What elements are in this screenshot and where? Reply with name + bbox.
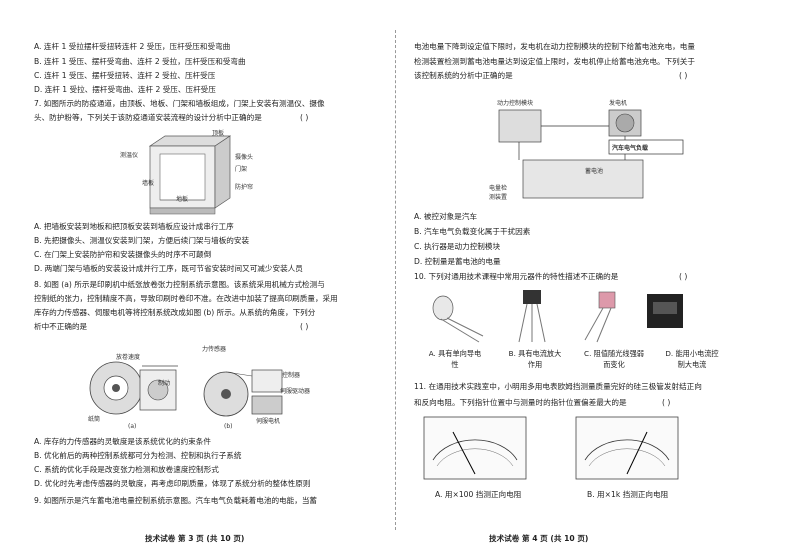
q9-figure: 动力控制模块 发电机 汽车电气负载 蓄电池 电量检 测装置 — [489, 96, 699, 208]
multimeter-dial-b — [575, 416, 679, 480]
q7-label-frame: 门架 — [235, 166, 248, 173]
q9-label-generator: 发电机 — [609, 100, 628, 107]
q8-option-b: B. 优化前后的两种控制系统都可分为检测、控制和执行子系统 — [34, 451, 242, 460]
q7-option-a: A. 把墙板安装到地板和把顶板安装到墙板应设计成串行工序 — [34, 222, 234, 231]
q7-label-floor: 地板 — [176, 196, 189, 203]
q8b-label-ctrl: 控制器 — [282, 372, 301, 379]
q9-label-detect: 电量检 测装置 — [489, 185, 508, 201]
q6-option-b: B. 连杆 1 受压、摆杆受弯曲、连杆 2 受拉，压杆受压和受弯曲 — [34, 57, 246, 66]
photoresistor-icon — [584, 291, 616, 343]
q9-label-load: 汽车电气负载 — [612, 145, 649, 152]
printing-machine-a — [89, 361, 178, 415]
q7-figure: 顶板 测温仪 摄像头 门架 墙板 防护帘 地板 — [120, 128, 270, 216]
q8b-label-servo: 伺服驱动器 — [280, 388, 311, 395]
q9-label-battery: 蓄电池 — [585, 168, 604, 175]
q9-option-b: B. 汽车电气负载变化属于干扰因素 — [414, 227, 531, 236]
printing-machine-b — [203, 369, 283, 417]
q10-option-c-line1: C. 阻值随光线强弱 — [584, 349, 644, 358]
q8b-label-motor: 伺服电机 — [256, 418, 281, 425]
right-page-footer: 技术试卷 第 4 页 (共 10 页) — [489, 534, 589, 543]
q6-option-c: C. 连杆 1 受压、摆杆受扭转、连杆 2 受拉、压杆受压 — [34, 71, 216, 80]
q9-cont-2: 检测装置检测到蓄电池电量达到设定值上限时，发电机停止给蓄电池充电。下列关于 — [414, 57, 695, 66]
page-divider — [395, 30, 397, 530]
q9-option-d: D. 控制量是蓄电池的电量 — [414, 257, 501, 266]
transistor-icon — [518, 290, 546, 343]
q7-option-c: C. 在门架上安装防护帘和安装摄像头的时序不可颠倒 — [34, 250, 212, 259]
q10-option-d-line1: D. 能用小电流控 — [665, 349, 719, 358]
q10-option-b-line2: 作用 — [527, 360, 543, 369]
q8-figure-b: 力传感器 控制器 伺服驱动器 伺服电机 (b) — [196, 340, 316, 432]
q8-stem-2: 控制纸的张力，控制精度不高，导致印刷时卷印不准。在改进中加装了提高印刷质量，采用 — [34, 294, 338, 303]
q9-answer-paren: ( ) — [679, 71, 688, 80]
q7-stem-1: 7. 如图所示的防疫通道，由顶板、地板、门架和墙板组成，门架上安装有测温仪、摄像 — [34, 99, 325, 108]
battery-control-illustration — [498, 109, 684, 199]
q11-stem-1: 11. 在通用技术实践室中，小明用多用电表欧姆挡测量质量完好的硅三极管发射结正向 — [414, 382, 702, 391]
q8-stem-4: 析中不正确的是 — [34, 322, 88, 331]
q10-stem: 10. 下列对通用技术课程中常用元器件的特性描述不正确的是 — [414, 272, 619, 281]
q10-option-d-line2: 制大电流 — [677, 360, 707, 369]
q11-answer-paren: ( ) — [662, 398, 671, 407]
q10-option-b: B. 具有电流放大 作用 — [495, 348, 575, 370]
q10-option-b-line1: B. 具有电流放大 — [508, 349, 562, 358]
left-page: A. 连杆 1 受拉摆杆受扭转连杆 2 受压，压杆受压和受弯曲 B. 连杆 1 … — [34, 42, 338, 543]
q8a-label-speed: 放卷速度 — [116, 354, 141, 361]
q7-label-camera: 摄像头 — [235, 154, 254, 161]
relay-icon — [647, 294, 683, 328]
q9-label-module: 动力控制模块 — [497, 100, 534, 107]
q8b-label-sensor: 力传感器 — [202, 346, 227, 353]
q8a-label-paper: 纸筒 — [88, 416, 101, 423]
q10-option-a-line2: 性 — [451, 360, 459, 369]
multimeter-dial-a — [423, 416, 527, 480]
q8-option-a: A. 库存的力传感器的灵敏度是该系统优化的约束条件 — [34, 437, 211, 446]
q11-stem-2: 和反向电阻。下列指针位置中与测量时的指针位置偏差最大的是 — [414, 398, 627, 407]
q8-stem-3: 库存的力传感器、伺服电机等将控制系统改成如图 (b) 所示。从系统的角度，下列分 — [34, 308, 316, 317]
q9-cont-1: 电池电量下降到设定值下限时，发电机在动力控制模块的控制下给蓄电池充电，电量 — [414, 42, 695, 51]
q7-label-thermo: 测温仪 — [120, 152, 139, 159]
q10-option-a-line1: A. 具有单向导电 — [428, 349, 482, 358]
q7-label-wall: 墙板 — [142, 180, 155, 187]
q11-option-a: A. 用×100 挡测正向电阻 — [435, 490, 522, 499]
q10-answer-paren: ( ) — [679, 272, 688, 281]
passage-illustration — [148, 135, 232, 215]
q9-option-c: C. 执行器是动力控制模块 — [414, 242, 501, 251]
q7-answer-paren: ( ) — [300, 113, 309, 122]
q7-label-top: 顶板 — [212, 130, 225, 137]
q10-option-c: C. 阻值随光线强弱 而变化 — [572, 348, 656, 370]
q9-stem-start: 9. 如图所示是汽车蓄电池电量控制系统示意图。汽车电气负载耗着电池的电能，当蓄 — [34, 496, 318, 505]
q9-option-a: A. 被控对象是汽车 — [414, 212, 478, 221]
right-page: 电池电量下降到设定值下限时，发电机在动力控制模块的控制下给蓄电池充电，电量 检测… — [397, 0, 794, 560]
led-icon — [432, 295, 484, 343]
q6-option-d: D. 连杆 1 受拉、摆杆受弯曲、连杆 2 受压、压杆受压 — [34, 85, 216, 94]
q8a-label-brake: 制动 — [158, 380, 171, 387]
q11-option-b: B. 用×1k 挡测正向电阻 — [587, 490, 669, 499]
q8-option-c: C. 系统的优化手段是改变张力检测和放卷速度控制形式 — [34, 465, 219, 474]
q7-stem-2: 头、防护粉等，下列关于该防疫通道安装流程的设计分析中正确的是 — [34, 113, 262, 122]
q7-label-guard: 防护帘 — [235, 184, 254, 191]
left-page-footer: 技术试卷 第 3 页 (共 10 页) — [145, 534, 245, 543]
q10-option-c-line2: 而变化 — [603, 360, 625, 369]
q10-option-a: A. 具有单向导电 性 — [415, 348, 495, 370]
q9-cont-3: 该控制系统的分析中正确的是 — [414, 71, 513, 80]
q8-answer-paren: ( ) — [300, 322, 309, 331]
q8-figure-a: 放卷速度 制动 纸筒 (a) — [80, 340, 190, 432]
q7-option-d: D. 两端门架与墙板的安装设计成并行工序，既可节省安装时间又可减少安装人员 — [34, 264, 303, 273]
q8b-caption: (b) — [224, 423, 233, 430]
q8-option-d: D. 优化时先考虑传感器的灵敏度，再考虑印刷质量，体现了系统分析的整体性原则 — [34, 479, 311, 488]
q7-option-b: B. 先把摄像头、测温仪安装到门架，方便后续门架与墙板的安装 — [34, 236, 250, 245]
q8-stem-1: 8. 如图 (a) 所示是印刷机中纸张放卷张力控制系统示意图。该系统采用机械方式… — [34, 280, 325, 289]
q10-option-d: D. 能用小电流控 制大电流 — [653, 348, 731, 370]
q6-option-a: A. 连杆 1 受拉摆杆受扭转连杆 2 受压，压杆受压和受弯曲 — [34, 42, 231, 51]
q8a-caption: (a) — [128, 423, 137, 430]
